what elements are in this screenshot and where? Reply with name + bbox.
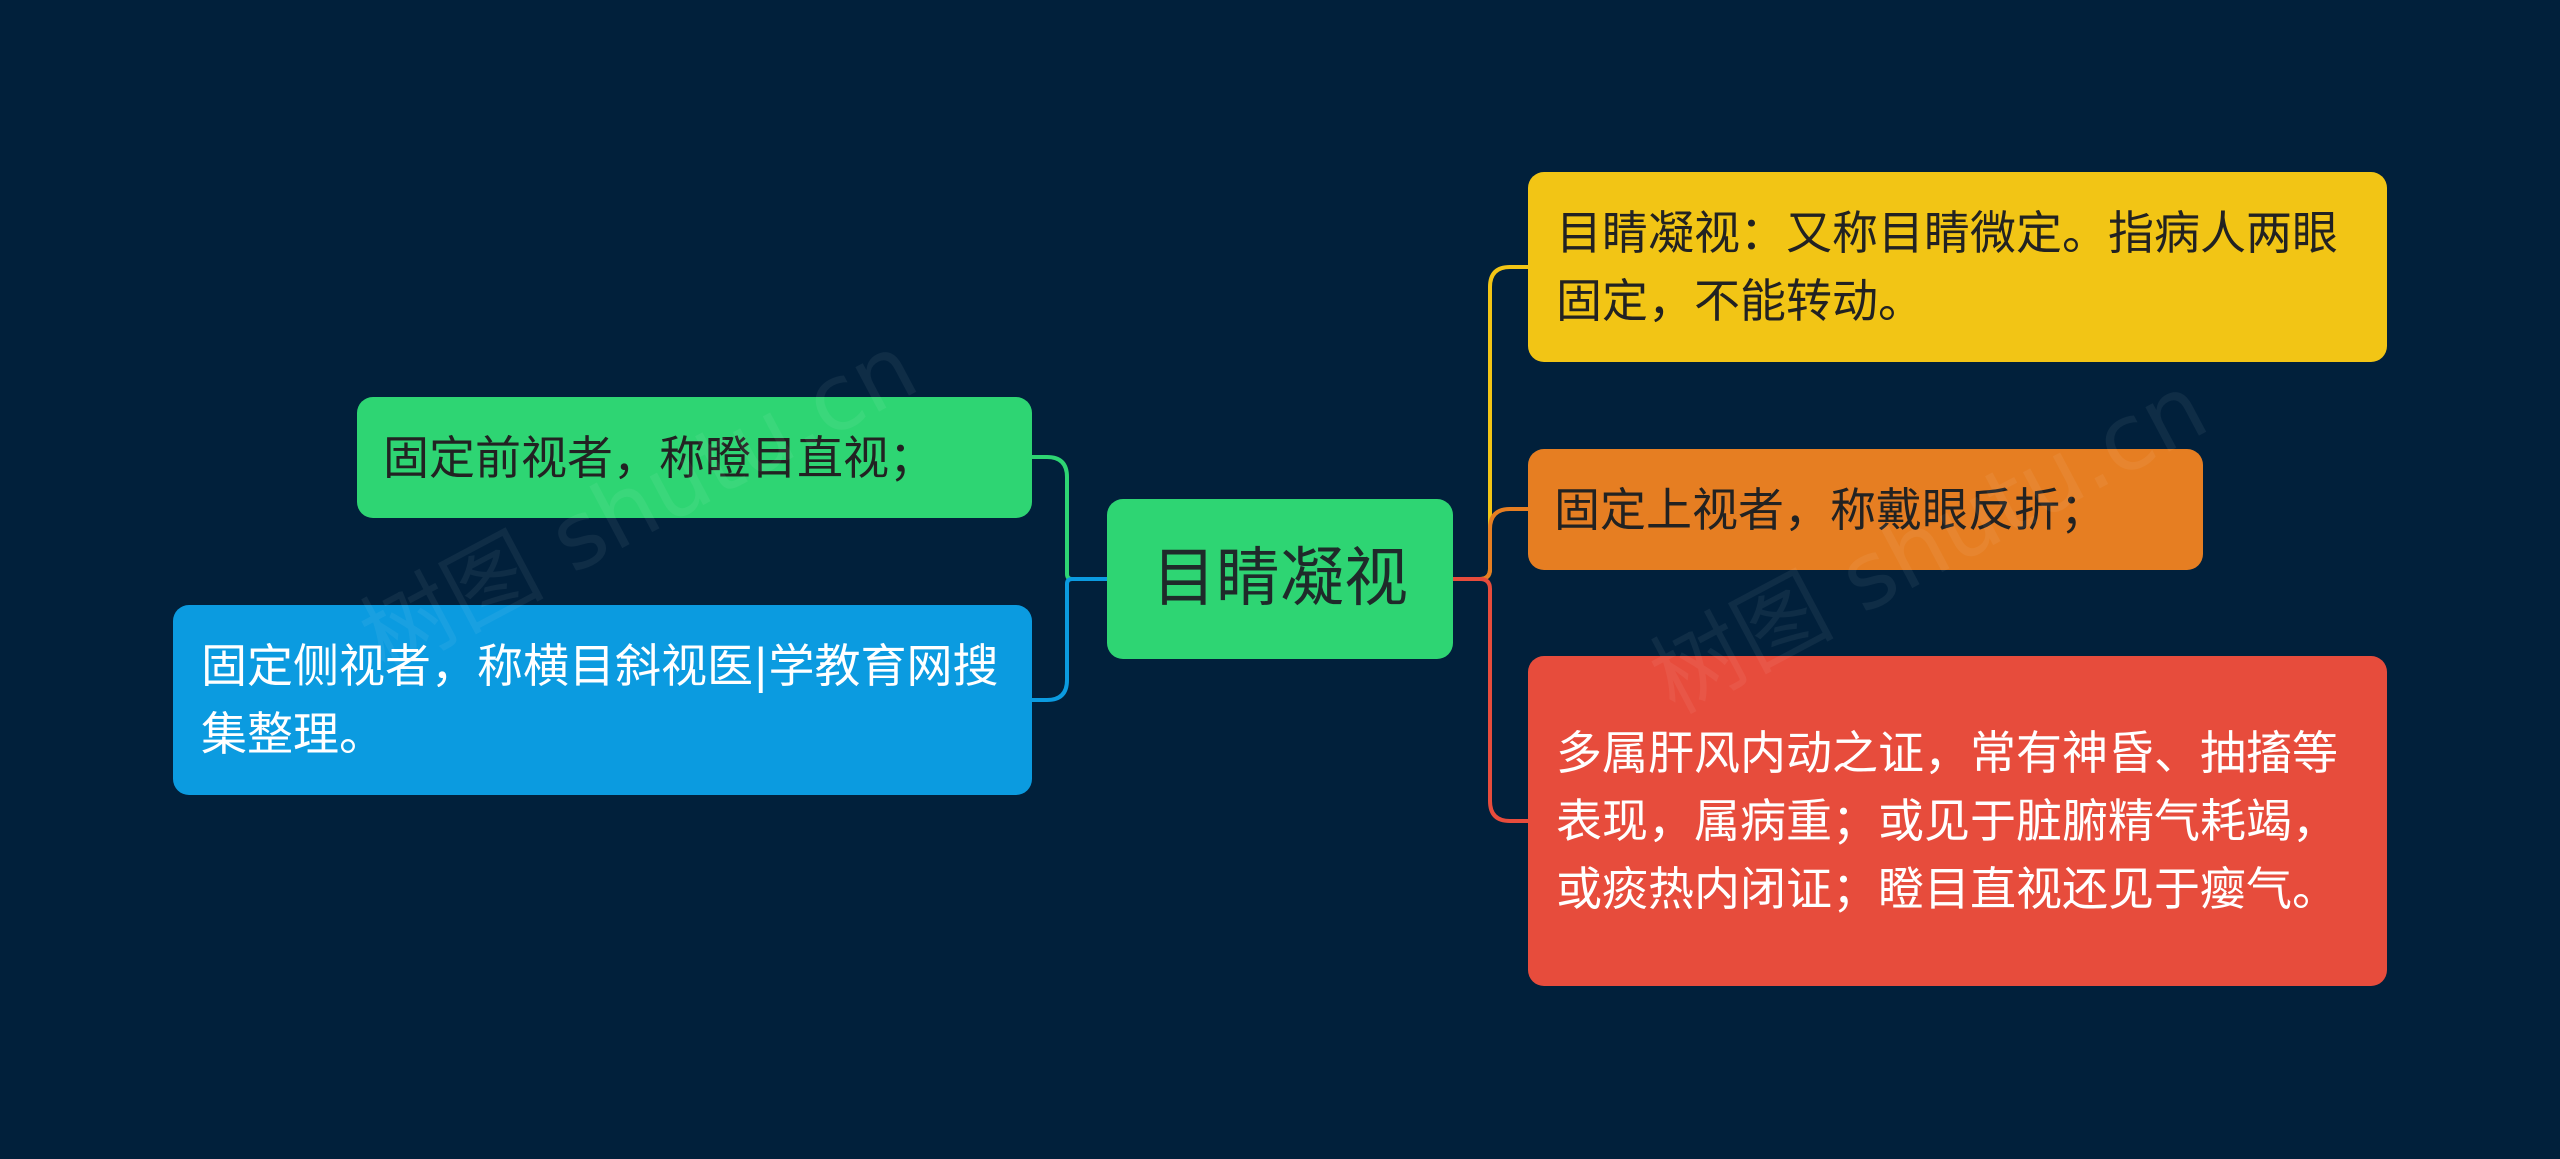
center-node[interactable]: 目睛凝视 [1107,499,1453,659]
right-node-2[interactable]: 固定上视者，称戴眼反折； [1528,449,2203,570]
right-node-3[interactable]: 多属肝风内动之证，常有神昏、抽搐等表现，属病重；或见于脏腑精气耗竭，或痰热内闭证… [1528,656,2387,986]
left-node-2[interactable]: 固定侧视者，称横目斜视医|学教育网搜集整理。 [173,605,1032,795]
connector-left-2 [1032,577,1107,702]
right-node-1[interactable]: 目睛凝视：又称目睛微定。指病人两眼固定，不能转动。 [1528,172,2387,362]
left-node-1[interactable]: 固定前视者，称瞪目直视； [357,397,1032,518]
connector-right-3 [1453,577,1528,823]
connector-left-1 [1032,455,1107,581]
connector-right-2 [1453,507,1528,581]
